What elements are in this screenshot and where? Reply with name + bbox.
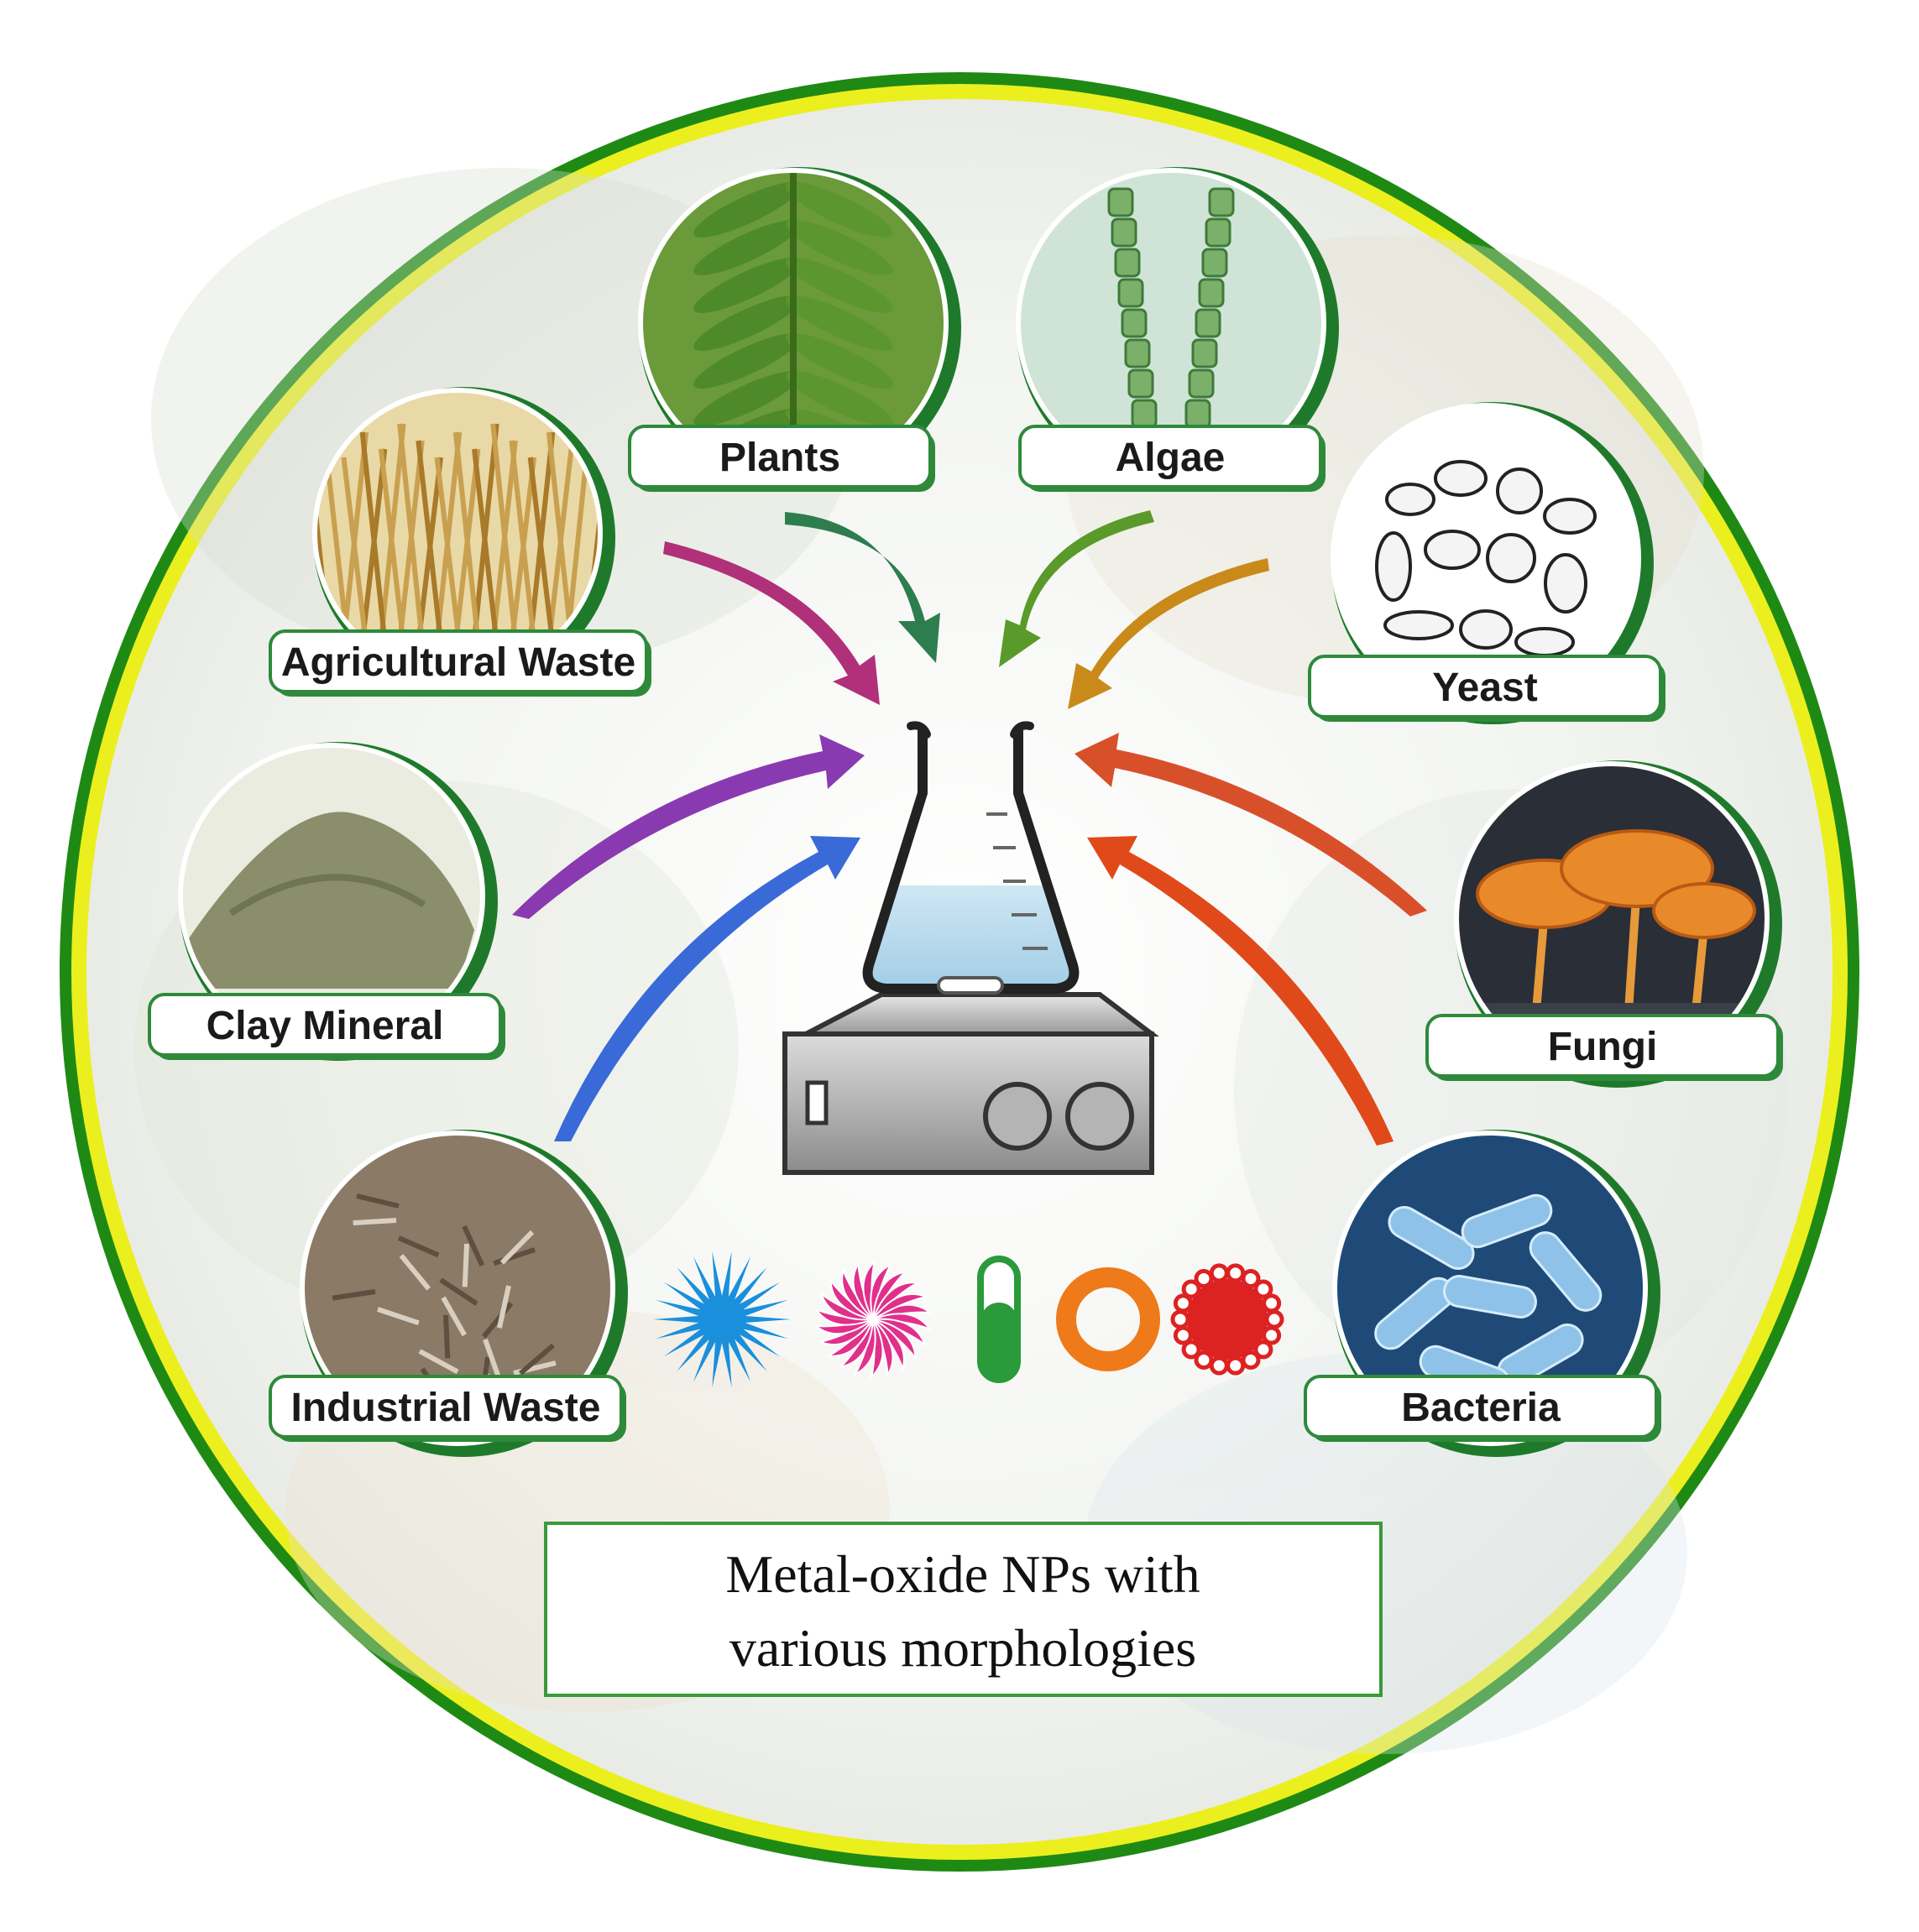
source-label-agricultural-waste: Agricultural Waste <box>281 640 635 685</box>
source-label-plants: Plants <box>719 436 840 480</box>
source-label-industrial-waste: Industrial Waste <box>291 1386 601 1430</box>
arrow-bacteria <box>1087 836 1393 1146</box>
source-node-industrial-waste: Industrial Waste <box>269 1130 628 1457</box>
star-particle-icon <box>653 1251 791 1388</box>
source-node-agricultural-waste: Agricultural Waste <box>269 387 651 697</box>
yeast-cells-icon <box>1333 405 1639 711</box>
source-node-yeast: Yeast <box>1308 402 1665 724</box>
source-node-clay-mineral: Clay Mineral <box>148 742 505 1061</box>
arrow-clay-mineral <box>512 734 865 919</box>
source-label-bacteria: Bacteria <box>1401 1386 1561 1430</box>
flask-on-stirrer-icon <box>782 721 1159 1175</box>
clay-powder-icon <box>180 745 483 1047</box>
source-node-fungi: Fungi <box>1425 760 1783 1088</box>
arrow-industrial-waste <box>554 836 860 1141</box>
arrow-plants <box>785 512 940 663</box>
caption-line-1: Metal-oxide NPs with <box>725 1544 1200 1604</box>
source-node-bacteria: Bacteria <box>1304 1130 1661 1457</box>
spiky-sphere-particle-icon <box>1170 1263 1284 1376</box>
nanoparticle-morphologies <box>653 1251 1284 1388</box>
arrow-algae <box>999 510 1154 667</box>
source-node-algae: Algae <box>1016 167 1339 492</box>
erlenmeyer-flask <box>862 721 1080 995</box>
rod-bacteria-icon <box>1335 1133 1645 1444</box>
arrow-yeast <box>1068 558 1269 709</box>
caption-line-2: various morphologies <box>729 1618 1196 1678</box>
arrows-layer <box>512 510 1427 1146</box>
source-node-plants: Plants <box>628 167 961 492</box>
source-label-algae: Algae <box>1116 436 1226 480</box>
arrow-agricultural-waste <box>663 541 880 705</box>
source-label-yeast: Yeast <box>1432 666 1537 710</box>
flower-particle-icon <box>813 1259 933 1380</box>
hot-plate-stirrer <box>782 992 1159 1175</box>
caption-box: Metal-oxide NPs with various morphologie… <box>544 1522 1383 1697</box>
source-label-clay-mineral: Clay Mineral <box>207 1004 444 1048</box>
rod-particle-icon <box>977 1256 1021 1383</box>
arrow-fungi <box>1075 733 1427 916</box>
source-label-fungi: Fungi <box>1548 1025 1658 1069</box>
ring-particle-icon <box>1056 1267 1160 1371</box>
